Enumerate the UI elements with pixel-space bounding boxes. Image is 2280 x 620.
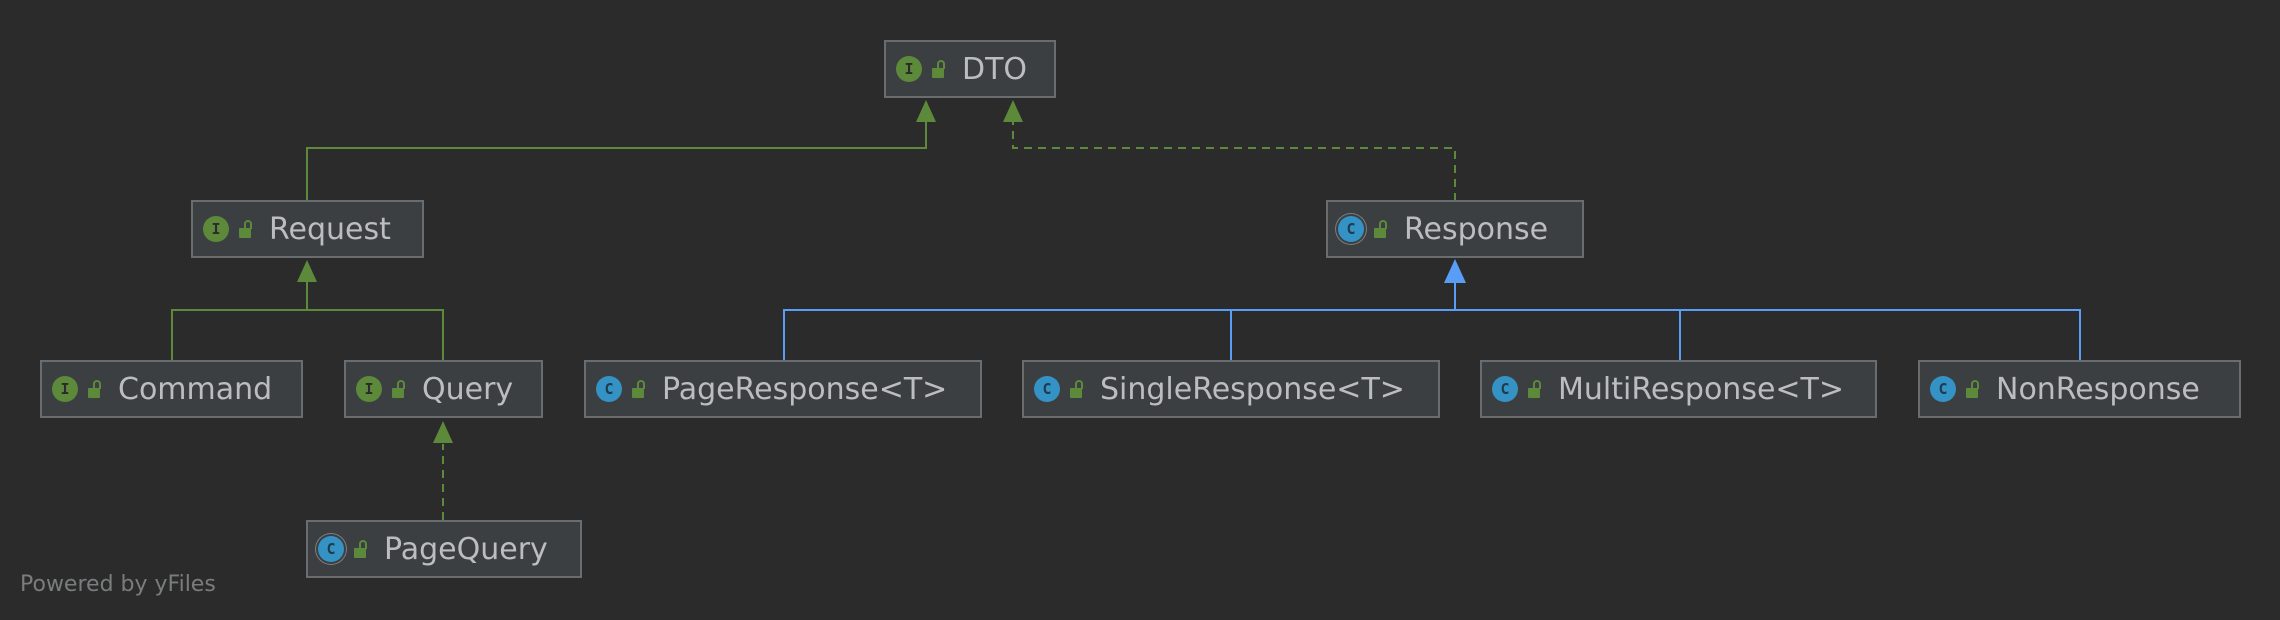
node-label: Request xyxy=(269,211,391,247)
node-request[interactable]: I Request xyxy=(191,200,424,258)
node-label: DTO xyxy=(962,51,1028,87)
node-page-query[interactable]: C PageQuery xyxy=(306,520,582,578)
node-response[interactable]: C Response xyxy=(1326,200,1584,258)
arrowhead-dto-from-response xyxy=(1003,100,1023,122)
interface-icon: I xyxy=(896,56,922,82)
node-label: MultiResponse<T> xyxy=(1558,371,1845,407)
node-label: Response xyxy=(1404,211,1549,247)
lock-icon xyxy=(632,380,645,398)
class-icon: C xyxy=(1930,376,1956,402)
interface-icon: I xyxy=(52,376,78,402)
lock-icon xyxy=(1966,380,1979,398)
interface-icon: I xyxy=(203,216,229,242)
node-dto[interactable]: I DTO xyxy=(884,40,1056,98)
powered-by-footer: Powered by yFiles xyxy=(20,572,216,597)
lock-icon xyxy=(1528,380,1541,398)
node-label: NonResponse xyxy=(1996,371,2200,407)
lock-icon xyxy=(88,380,101,398)
arrowhead-response xyxy=(1444,259,1466,283)
node-query[interactable]: I Query xyxy=(344,360,543,418)
interface-icon: I xyxy=(356,376,382,402)
lock-icon xyxy=(354,540,367,558)
lock-icon xyxy=(239,220,252,238)
class-icon: C xyxy=(596,376,622,402)
node-command[interactable]: I Command xyxy=(40,360,303,418)
node-page-response[interactable]: C PageResponse<T> xyxy=(584,360,982,418)
node-non-response[interactable]: C NonResponse xyxy=(1918,360,2241,418)
class-icon: C xyxy=(1492,376,1518,402)
arrowhead-dto-from-request xyxy=(916,100,936,122)
node-multi-response[interactable]: C MultiResponse<T> xyxy=(1480,360,1877,418)
edge-request-extends-dto xyxy=(306,120,927,201)
abstract-class-icon: C xyxy=(1338,216,1364,242)
edge-responses-extend-response xyxy=(783,282,2081,361)
lock-icon xyxy=(392,380,405,398)
lock-icon xyxy=(1070,380,1083,398)
edge-command-query-extends-request xyxy=(171,282,444,361)
node-label: Command xyxy=(118,371,273,407)
lock-icon xyxy=(1374,220,1387,238)
node-label: Query xyxy=(422,371,514,407)
lock-icon xyxy=(932,60,945,78)
edge-response-implements-dto xyxy=(1012,120,1456,201)
node-single-response[interactable]: C SingleResponse<T> xyxy=(1022,360,1440,418)
abstract-class-icon: C xyxy=(318,536,344,562)
class-icon: C xyxy=(1034,376,1060,402)
node-label: SingleResponse<T> xyxy=(1100,371,1405,407)
node-label: PageResponse<T> xyxy=(662,371,948,407)
arrowhead-request xyxy=(297,260,317,282)
node-label: PageQuery xyxy=(384,531,548,567)
arrowhead-query xyxy=(433,421,453,443)
